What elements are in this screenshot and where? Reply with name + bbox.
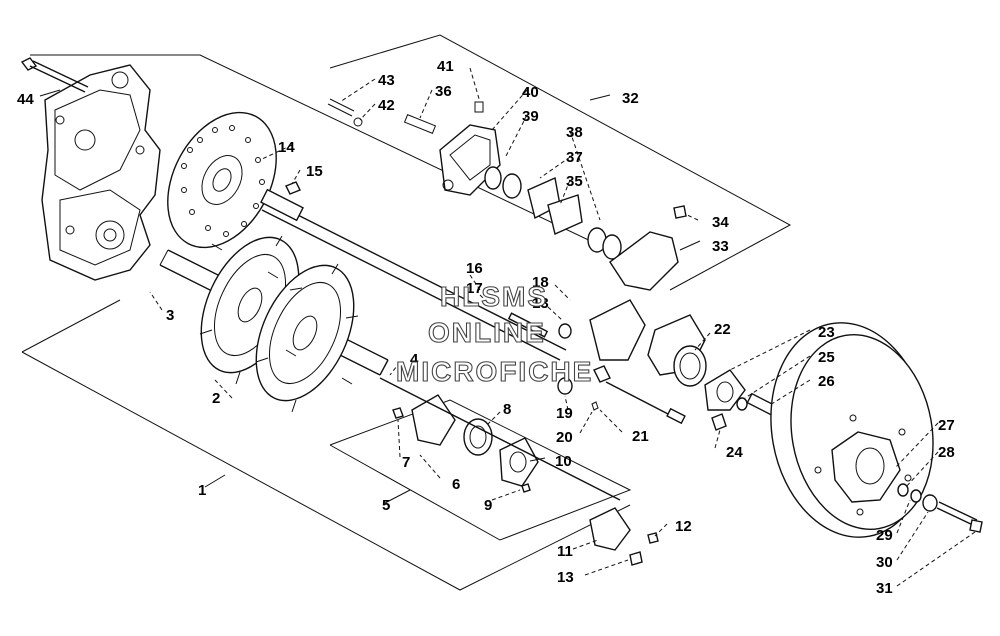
callout-41: 41 — [437, 58, 454, 75]
group-1-bracket — [21, 54, 631, 591]
callout-labels: 44 43 42 41 36 40 39 32 38 37 35 14 15 3… — [17, 58, 955, 597]
callout-32: 32 — [622, 90, 639, 107]
callout-4: 4 — [410, 351, 419, 368]
callout-44: 44 — [17, 91, 34, 108]
callout-9: 9 — [484, 497, 492, 514]
callout-10: 10 — [555, 453, 572, 470]
callout-17: 17 — [466, 280, 483, 297]
leader-lines — [39, 67, 976, 587]
callout-43: 43 — [378, 72, 395, 89]
bearing-housing-left — [379, 377, 659, 566]
callout-36: 36 — [435, 83, 452, 100]
bearing-flange-right — [589, 299, 780, 431]
callout-34: 34 — [712, 214, 729, 231]
callout-35: 35 — [566, 173, 583, 190]
callout-11: 11 — [557, 543, 573, 560]
callout-23: 23 — [818, 324, 835, 341]
callout-1: 1 — [198, 482, 206, 499]
callout-27: 27 — [938, 417, 955, 434]
callout-5: 5 — [382, 497, 390, 514]
callout-7: 7 — [402, 454, 410, 471]
callout-14: 14 — [278, 139, 295, 156]
callout-38: 38 — [566, 124, 583, 141]
caliper-assembly — [327, 98, 687, 291]
watermark-line-2: ONLINE — [428, 317, 546, 348]
callout-21: 21 — [632, 428, 649, 445]
callout-12: 12 — [675, 518, 692, 535]
key-15 — [285, 181, 301, 195]
callout-22: 22 — [714, 321, 731, 338]
callout-31: 31 — [876, 580, 893, 597]
group-32-bracket — [329, 34, 792, 291]
callout-25: 25 — [818, 349, 835, 366]
callout-28: 28 — [938, 444, 955, 461]
watermark-line-3: MICROFICHE — [396, 356, 593, 387]
callout-19: 19 — [556, 405, 573, 422]
callout-16: 16 — [466, 260, 483, 277]
upper-driveshaft — [260, 188, 567, 361]
speed-sensor — [507, 312, 686, 425]
callout-37: 37 — [566, 149, 583, 166]
watermark: HLSMS ONLINE MICROFICHE — [395, 280, 593, 387]
callout-3: 3 — [166, 307, 174, 324]
callout-2: 2 — [212, 390, 220, 407]
callout-42: 42 — [378, 97, 395, 114]
callout-39: 39 — [522, 108, 539, 125]
bolt-44 — [20, 57, 89, 93]
callout-13: 13 — [557, 569, 574, 586]
watermark-line-1: HLSMS — [440, 281, 548, 312]
callout-13-upper: 13 — [532, 295, 549, 312]
callout-29: 29 — [876, 527, 893, 544]
callout-40: 40 — [522, 84, 539, 101]
callout-24: 24 — [726, 444, 743, 461]
brake-disc — [167, 111, 277, 249]
callout-20: 20 — [556, 429, 573, 446]
callout-6: 6 — [452, 476, 460, 493]
group-5-bracket — [329, 399, 632, 541]
drive-sprockets — [199, 235, 359, 413]
callout-30: 30 — [876, 554, 893, 571]
callout-33: 33 — [712, 238, 729, 255]
gear-case — [41, 64, 161, 281]
driven-pulley — [770, 322, 983, 538]
callout-18: 18 — [532, 274, 549, 291]
callout-8: 8 — [503, 401, 511, 418]
callout-15: 15 — [306, 163, 323, 180]
callout-26: 26 — [818, 373, 835, 390]
